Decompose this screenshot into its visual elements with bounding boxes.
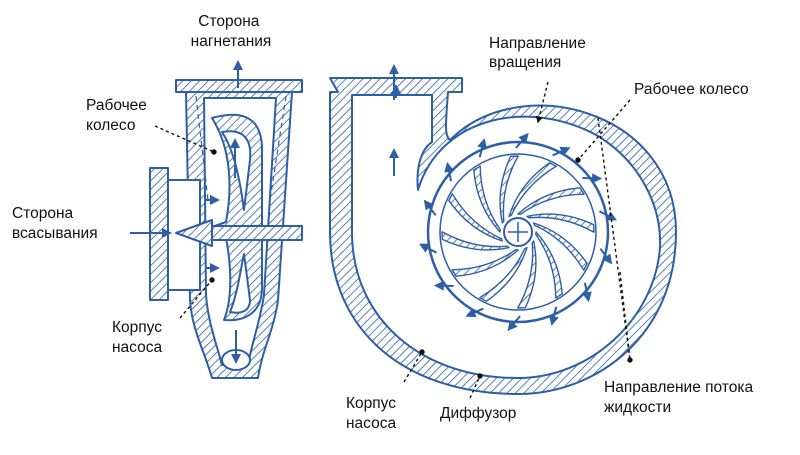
label-flow-direction: Направление потока жидкости [604, 379, 757, 416]
right-leaders [403, 81, 633, 399]
impeller-eye [175, 219, 213, 247]
impeller-vane [526, 213, 595, 233]
diffuser-flow-arrow [507, 315, 521, 332]
label-discharge-side: Сторона нагнетания [191, 13, 272, 50]
diffuser-flow-arrow [515, 132, 529, 149]
impeller-vane [517, 187, 585, 215]
impeller-vane [532, 222, 588, 271]
label-suction-side: Сторона всасывания [12, 205, 98, 242]
left-shaft [199, 225, 303, 241]
impeller-vane [517, 240, 537, 309]
label-casing-left: Корпус насоса [112, 319, 166, 356]
impeller-vane [535, 231, 563, 299]
labels: Сторона нагнетания Рабочее колесо Сторон… [12, 13, 757, 432]
diffuser-flow-arrow [419, 243, 438, 254]
impeller-vane [451, 249, 519, 277]
left-flow-arrows [130, 60, 243, 364]
label-impeller-right: Рабочее колесо [634, 81, 749, 98]
diffuser-flow-arrows [419, 132, 617, 332]
label-diffuser: Диффузор [440, 405, 516, 422]
label-casing-right: Корпус насоса [346, 395, 400, 432]
diffuser-flow-arrow [552, 146, 571, 157]
diffuser-flow-arrow [423, 199, 437, 216]
left-impeller-channel-bottom [229, 253, 251, 314]
front-section-view [329, 64, 677, 395]
impeller-vane [448, 193, 504, 242]
diffuser-flow-arrow [549, 306, 559, 326]
label-rotation-direction: Направление вращения [489, 35, 590, 71]
diffuser-flow-arrow [465, 307, 484, 318]
right-flow-arrows [389, 64, 401, 176]
volute-casing [329, 77, 677, 395]
diffuser-flow-arrow [599, 248, 613, 265]
left-leaders [154, 125, 217, 319]
impeller-vanes [441, 155, 595, 309]
impeller-vane [473, 165, 501, 233]
side-section-view [130, 60, 303, 379]
impeller-vane [441, 231, 510, 251]
impeller-vane [479, 246, 528, 302]
label-impeller-left: Рабочее колесо [86, 97, 151, 134]
impeller-vane [499, 155, 519, 224]
diffuser-flow-arrow [598, 210, 617, 221]
impeller-vane [508, 162, 557, 218]
diffuser-flow-arrow [444, 161, 455, 182]
left-impeller-channel-top [221, 130, 252, 211]
diffuser-flow-arrow [581, 282, 592, 303]
diffuser-flow-arrow [477, 138, 487, 158]
